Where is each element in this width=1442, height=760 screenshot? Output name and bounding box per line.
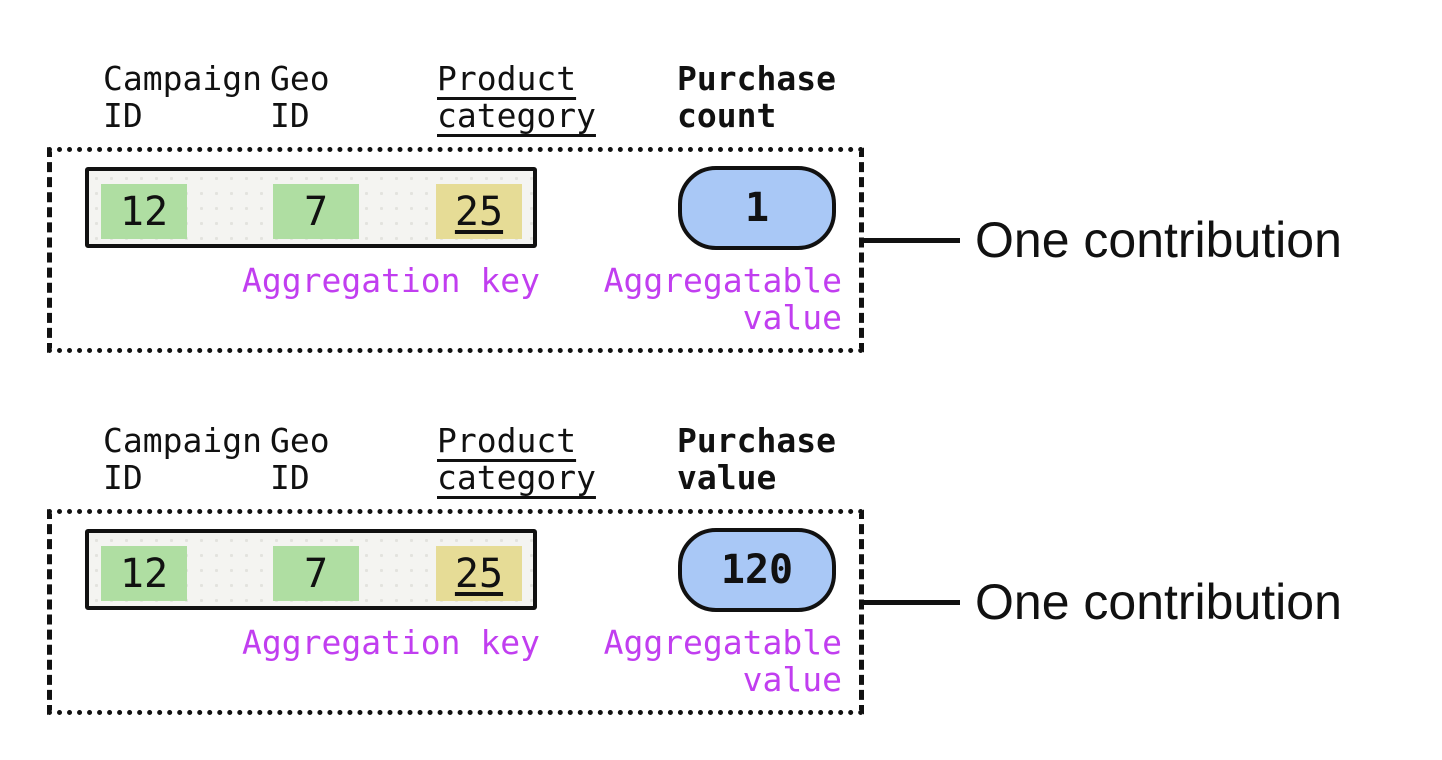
contribution-boundary-box: 12 7 25 120 Aggregation key Aggregatable… (47, 509, 864, 715)
contribution-boundary-box: 12 7 25 1 Aggregation key Aggregatable v… (47, 147, 864, 353)
one-contribution-label: One contribution (975, 212, 1342, 268)
aggregatable-value-label: Aggregatable value (603, 623, 842, 699)
column-header-purchase-count: Purchase count (677, 59, 836, 135)
connector-line (864, 238, 960, 243)
column-header-campaign-id: Campaign ID (103, 421, 262, 497)
aggregation-key-box: 12 7 25 (85, 167, 537, 248)
column-header-geo-id: Geo ID (270, 421, 330, 497)
key-cell-campaign-id: 12 (101, 546, 187, 601)
aggregatable-value-pill: 120 (678, 528, 836, 612)
key-cell-product-category: 25 (436, 546, 522, 601)
column-header-purchase-value: Purchase value (677, 421, 836, 497)
column-header-geo-id: Geo ID (270, 59, 330, 135)
key-cell-product-category-value: 25 (454, 188, 504, 235)
key-cell-product-category-value: 25 (454, 550, 504, 597)
column-header-product-category: Product category (437, 59, 596, 135)
key-cell-geo-id: 7 (273, 184, 359, 239)
one-contribution-label: One contribution (975, 574, 1342, 630)
connector-line (864, 600, 960, 605)
key-cell-campaign-id-value: 12 (119, 188, 169, 235)
column-header-product-category: Product category (437, 421, 596, 497)
key-cell-campaign-id: 12 (101, 184, 187, 239)
key-cell-geo-id-value: 7 (303, 188, 329, 235)
contribution-figure-purchase-count: Campaign ID Geo ID Product category Purc… (0, 0, 1442, 360)
contribution-figure-purchase-value: Campaign ID Geo ID Product category Purc… (0, 362, 1442, 722)
key-cell-product-category: 25 (436, 184, 522, 239)
key-cell-geo-id-value: 7 (303, 550, 329, 597)
aggregation-key-box: 12 7 25 (85, 529, 537, 610)
aggregatable-value-number: 1 (744, 185, 770, 231)
aggregatable-value-label: Aggregatable value (603, 261, 842, 337)
aggregation-key-label: Aggregation key (241, 261, 540, 300)
aggregatable-value-number: 120 (720, 547, 794, 593)
aggregatable-value-pill: 1 (678, 166, 836, 250)
column-header-campaign-id: Campaign ID (103, 59, 262, 135)
key-cell-campaign-id-value: 12 (119, 550, 169, 597)
key-cell-geo-id: 7 (273, 546, 359, 601)
aggregation-key-label: Aggregation key (241, 623, 540, 662)
